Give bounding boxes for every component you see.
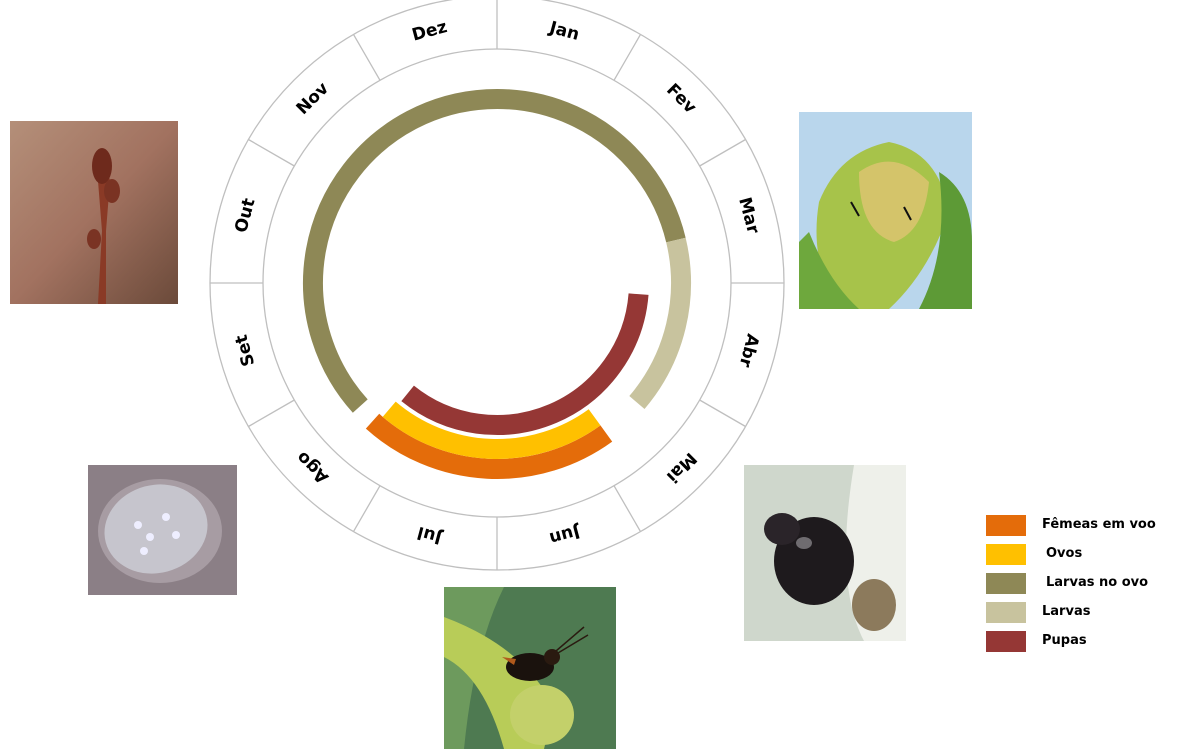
legend-swatch-ovos <box>986 544 1026 565</box>
bud-photo <box>10 121 178 304</box>
month-divider <box>614 486 641 532</box>
month-divider <box>354 34 381 80</box>
legend-label-larvas-no-ovo: Larvas no ovo <box>1046 575 1148 590</box>
month-label-dez: Dez <box>410 17 450 46</box>
egg-photo <box>88 465 237 595</box>
legend-swatch-larvas <box>986 602 1026 623</box>
phase-arc-pupas <box>408 294 639 425</box>
legend-swatch-femeas <box>986 515 1026 536</box>
wasp-photo <box>444 587 616 749</box>
phase-arcs <box>313 99 681 469</box>
month-divider <box>248 400 294 427</box>
month-label-out: Out <box>231 196 259 235</box>
month-label-nov: Nov <box>293 79 333 119</box>
month-label-jan: Jan <box>546 18 581 45</box>
month-divider <box>614 34 641 80</box>
legend-swatch-larvas-no-ovo <box>986 573 1026 594</box>
month-label-jul: Jul <box>415 522 445 548</box>
month-label-mar: Mar <box>734 195 763 236</box>
legend-swatch-pupas <box>986 631 1026 652</box>
month-divider <box>700 140 746 167</box>
pupa-photo <box>744 465 906 641</box>
legend-label-femeas: Fêmeas em voo <box>1042 517 1156 532</box>
month-label-set: Set <box>232 332 260 368</box>
month-label-jun: Jun <box>547 521 583 548</box>
legend-label-pupas: Pupas <box>1042 633 1087 648</box>
month-label-abr: Abr <box>734 332 762 370</box>
month-divider <box>248 140 294 167</box>
month-divider <box>354 486 381 532</box>
ring-outer-edge <box>210 0 784 570</box>
legend-label-ovos: Ovos <box>1046 546 1082 561</box>
gall-photo <box>799 112 972 309</box>
month-label-ago: Ago <box>293 447 333 487</box>
month-divider <box>700 400 746 427</box>
month-label-mai: Mai <box>662 448 700 486</box>
legend-label-larvas: Larvas <box>1042 604 1090 619</box>
month-label-fev: Fev <box>662 80 700 118</box>
